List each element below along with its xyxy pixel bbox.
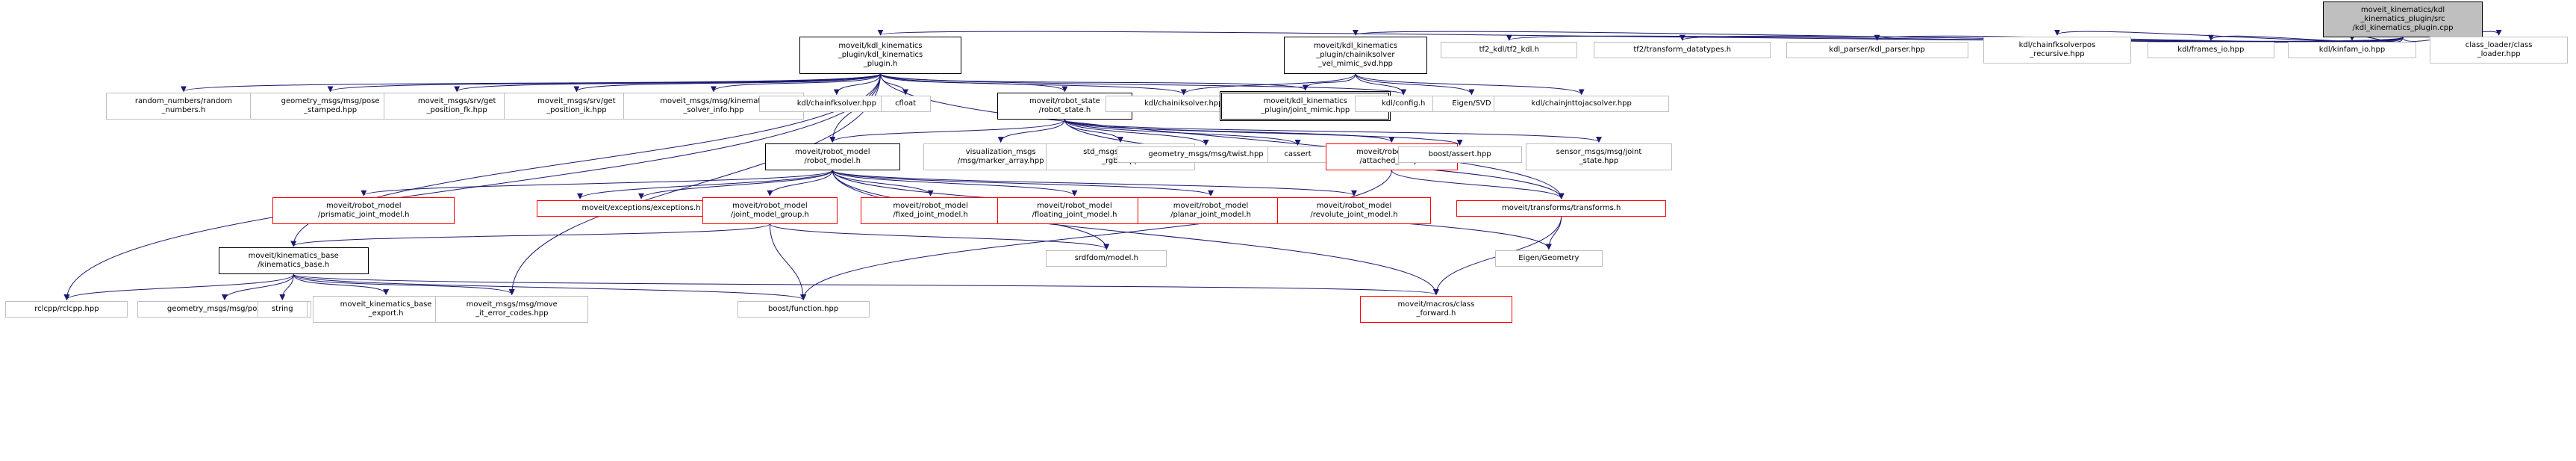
edge-root-to-kdl_frames_io [2207, 34, 2404, 43]
edge-robot_state_h-to-vis_marker [997, 120, 1065, 143]
edge-robot_state_h-to-boost_assert [1064, 119, 1463, 146]
graph-node-kdl-jnttojac[interactable]: kdl/chainjnttojacsolver.hpp [1494, 96, 1670, 113]
edge-robot_model_h-to-iostream [577, 170, 833, 199]
edge-plugin_h-to-kdl_chainiksolver [880, 73, 1187, 96]
graph-node-tf2-kdl[interactable]: tf2_kdl/tf2_kdl.h [1441, 41, 1578, 58]
graph-node-eigen-geom[interactable]: Eigen/Geometry [1495, 250, 1603, 267]
edge-chainik-to-kdl_config [1355, 73, 1407, 96]
graph-node-planar[interactable]: moveit/robot_model /planar_joint_model.h [1138, 197, 1284, 224]
edge-robot_model_h-to-prismatic [361, 170, 833, 197]
edge-kin_base-to-boost_function [293, 273, 806, 301]
edge-jmg-to-kin_base [290, 223, 770, 247]
graph-node-chainik[interactable]: moveit/kdl_kinematics _plugin/chainiksol… [1283, 36, 1427, 74]
edge-kin_base-to-kb_export [293, 274, 390, 296]
edge-plugin_h-to-rclcpp [63, 73, 882, 301]
graph-node-kdl-kinfam-io[interactable]: kdl/kinfam_io.hpp [2288, 41, 2416, 58]
graph-node-kdl-frames-io[interactable]: kdl/frames_io.hpp [2148, 41, 2274, 58]
graph-node-transforms[interactable]: moveit/transforms/transforms.h [1456, 199, 1667, 217]
graph-node-kdl-chainfkpos[interactable]: kdl/chainfksolverpos _recursive.hpp [1983, 36, 2131, 64]
edge-plugin_h-to-get_fk [454, 73, 882, 93]
edge-plugin_h-to-move_it_err [508, 73, 882, 296]
graph-node-joint-state[interactable]: sensor_msgs/msg/joint _state.hpp [1526, 143, 1672, 170]
edge-kin_base-to-pose [221, 274, 294, 301]
edge-robot_model_h-to-revolute [832, 170, 1357, 197]
edge-robot_state_h-to-cassert [1064, 119, 1301, 146]
graph-node-boost-assert[interactable]: boost/assert.hpp [1397, 146, 1522, 163]
graph-node-pose-stamped[interactable]: geometry_msgs/msg/pose _stamped.hpp [250, 93, 411, 120]
graph-node-string[interactable]: string [257, 301, 308, 318]
graph-node-prismatic[interactable]: moveit/robot_model /prismatic_joint_mode… [272, 197, 455, 224]
edge-plugin_h-to-pose_stamped [327, 73, 882, 93]
edge-kin_base-to-string [279, 274, 294, 301]
edge-plugin_h-to-random_numbers [181, 73, 882, 93]
edge-jmg-to-srdf [769, 223, 1110, 250]
graph-node-cassert[interactable]: cassert [1267, 146, 1329, 163]
edge-root-to-kdl_kinfam_io [2349, 34, 2404, 43]
edge-attached_body-to-boost_function [800, 170, 1392, 301]
graph-node-tf2-dt[interactable]: tf2/transform_datatypes.h [1594, 41, 1771, 58]
graph-node-kdl-config[interactable]: kdl/config.h [1354, 96, 1453, 113]
edge-plugin_h-to-get_ik [573, 73, 882, 93]
edge-plugin_h-to-kdl_chainfksolver [833, 73, 882, 96]
edge-robot_model_h-to-class_forward [832, 170, 1439, 296]
graph-node-kdl-parser[interactable]: kdl_parser/kdl_parser.hpp [1786, 41, 1968, 58]
edge-chainik-to-kdl_jnttojac [1355, 73, 1585, 96]
graph-node-fixed[interactable]: moveit/robot_model /fixed_joint_model.h [861, 197, 1000, 224]
edge-transforms-to-eigen_geom [1545, 216, 1562, 250]
edge-robot_model_h-to-exceptions [638, 170, 833, 199]
graph-node-floating[interactable]: moveit/robot_model /floating_joint_model… [997, 197, 1152, 224]
edge-chainik-to-kdl_chainiksolver [1180, 73, 1356, 96]
edge-attached_body-to-transforms [1391, 170, 1565, 199]
edge-chainik-to-eigen_svd [1355, 73, 1475, 96]
graph-node-jmg[interactable]: moveit/robot_model /joint_model_group.h [702, 197, 838, 224]
edge-jmg-to-boost_function [769, 223, 807, 301]
graph-node-root[interactable]: moveit_kinematics/kdl _kinematics_plugin… [2322, 1, 2483, 37]
graph-node-random-numbers[interactable]: random_numbers/random _numbers.h [105, 93, 262, 120]
graph-node-kin-base[interactable]: moveit/kinematics_base /kinematics_base.… [218, 247, 369, 275]
edge-robot_state_h-to-twist [1064, 120, 1209, 146]
graph-node-class-loader[interactable]: class_loader/class _loader.hpp [2430, 36, 2568, 64]
graph-node-move-it-err[interactable]: moveit_msgs/msg/move _it_error_codes.hpp [435, 296, 589, 323]
graph-node-cfloat[interactable]: cfloat [880, 96, 931, 113]
graph-node-plugin-h[interactable]: moveit/kdl_kinematics _plugin/kdl_kinema… [799, 36, 961, 74]
edge-kin_base-to-move_it_err [293, 273, 515, 296]
graph-node-srdf[interactable]: srdfdom/model.h [1046, 250, 1167, 267]
graph-node-eigen-svd[interactable]: Eigen/SVD [1432, 96, 1511, 113]
edge-robot_state_h-to-joint_state [1064, 119, 1602, 143]
edge-robot_model_h-to-fixed [832, 170, 934, 197]
edge-plugin_h-to-kdl_config [880, 73, 1406, 96]
graph-node-rclcpp[interactable]: rclcpp/rclcpp.hpp [5, 301, 128, 318]
graph-node-boost-function[interactable]: boost/function.hpp [737, 301, 870, 318]
edge-robot_model_h-to-planar [832, 170, 1214, 197]
edge-robot_model_h-to-floating [832, 170, 1078, 197]
graph-node-kb-export[interactable]: moveit_kinematics_base _export.h [313, 296, 459, 323]
edge-plugin_h-to-robot_state_h [880, 73, 1068, 93]
edge-kin_base-to-rclcpp [63, 273, 294, 301]
graph-node-revolute[interactable]: moveit/robot_model /revolute_joint_model… [1276, 197, 1432, 224]
graph-node-class-forward[interactable]: moveit/macros/class _forward.h [1360, 296, 1512, 323]
edge-robot_model_h-to-jmg [767, 170, 833, 197]
edge-chainik-to-joint_mimic [1302, 73, 1356, 91]
edge-robot_state_h-to-robot_model_h [829, 119, 1065, 143]
edge-plugin_h-to-kin_solver_info [711, 73, 882, 93]
edge-kin_base-to-class_forward [293, 273, 1439, 296]
graph-node-robot-model-h[interactable]: moveit/robot_model /robot_model.h [764, 143, 900, 170]
